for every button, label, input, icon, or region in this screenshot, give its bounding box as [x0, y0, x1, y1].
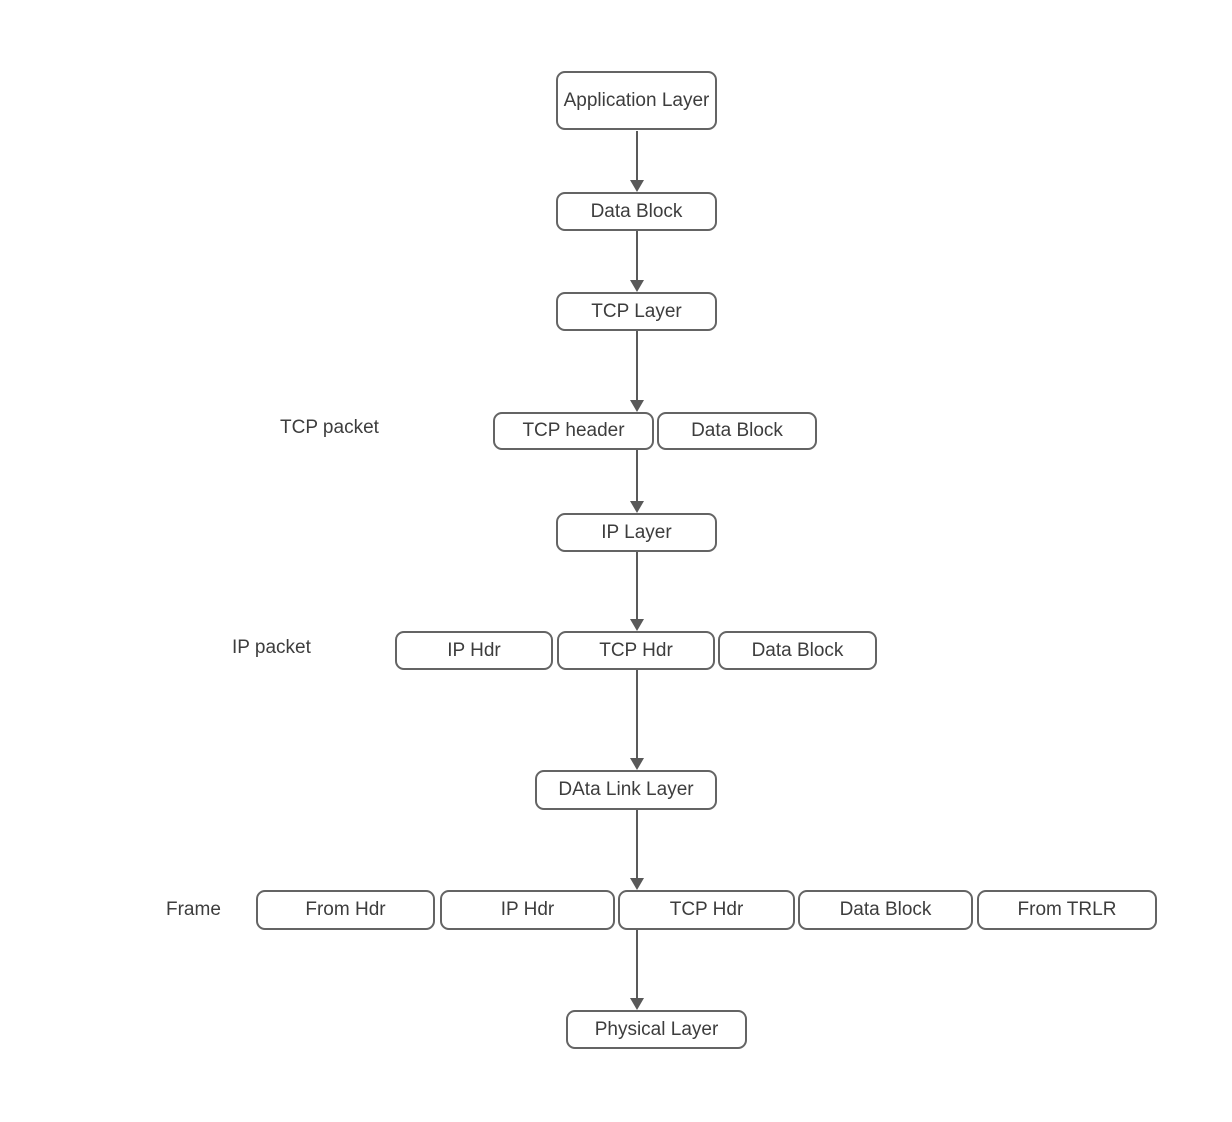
node-ip-hdr-2: IP Hdr — [440, 890, 615, 930]
arrow-iplayer-to-ippacket — [629, 552, 645, 631]
node-ip-hdr-1: IP Hdr — [395, 631, 553, 670]
node-tcp-hdr-1: TCP Hdr — [557, 631, 715, 670]
node-tcp-hdr-2: TCP Hdr — [618, 890, 795, 930]
node-from-hdr: From Hdr — [256, 890, 435, 930]
arrow-head-down-icon — [630, 400, 644, 412]
node-tcp-layer: TCP Layer — [556, 292, 717, 331]
node-physical-layer: Physical Layer — [566, 1010, 747, 1049]
arrow-application-to-datablock — [629, 131, 645, 192]
arrow-line — [636, 450, 638, 502]
arrow-ippacket-to-datalink — [629, 670, 645, 770]
arrow-line — [636, 930, 638, 999]
arrow-head-down-icon — [630, 758, 644, 770]
arrow-head-down-icon — [630, 998, 644, 1010]
label-ip-packet: IP packet — [232, 637, 311, 658]
node-from-trlr: From TRLR — [977, 890, 1157, 930]
arrow-head-down-icon — [630, 501, 644, 513]
node-tcp-header: TCP header — [493, 412, 654, 450]
arrow-line — [636, 231, 638, 281]
node-data-block-4: Data Block — [798, 890, 973, 930]
arrow-datablock-to-tcplayer — [629, 231, 645, 292]
arrow-line — [636, 331, 638, 401]
node-application-layer: Application Layer — [556, 71, 717, 130]
node-data-block-2: Data Block — [657, 412, 817, 450]
node-data-block-1: Data Block — [556, 192, 717, 231]
arrow-line — [636, 131, 638, 181]
arrow-tcppacket-to-iplayer — [629, 450, 645, 513]
arrow-tcplayer-to-tcppacket — [629, 331, 645, 412]
label-frame: Frame — [166, 899, 221, 920]
arrow-datalink-to-frame — [629, 810, 645, 890]
node-data-block-3: Data Block — [718, 631, 877, 670]
arrow-head-down-icon — [630, 619, 644, 631]
arrow-frame-to-physical — [629, 930, 645, 1010]
arrow-line — [636, 810, 638, 879]
arrow-head-down-icon — [630, 180, 644, 192]
node-data-link-layer: DAta Link Layer — [535, 770, 717, 810]
label-tcp-packet: TCP packet — [280, 417, 379, 438]
arrow-line — [636, 552, 638, 620]
arrow-line — [636, 670, 638, 759]
node-ip-layer: IP Layer — [556, 513, 717, 552]
arrow-head-down-icon — [630, 280, 644, 292]
arrow-head-down-icon — [630, 878, 644, 890]
